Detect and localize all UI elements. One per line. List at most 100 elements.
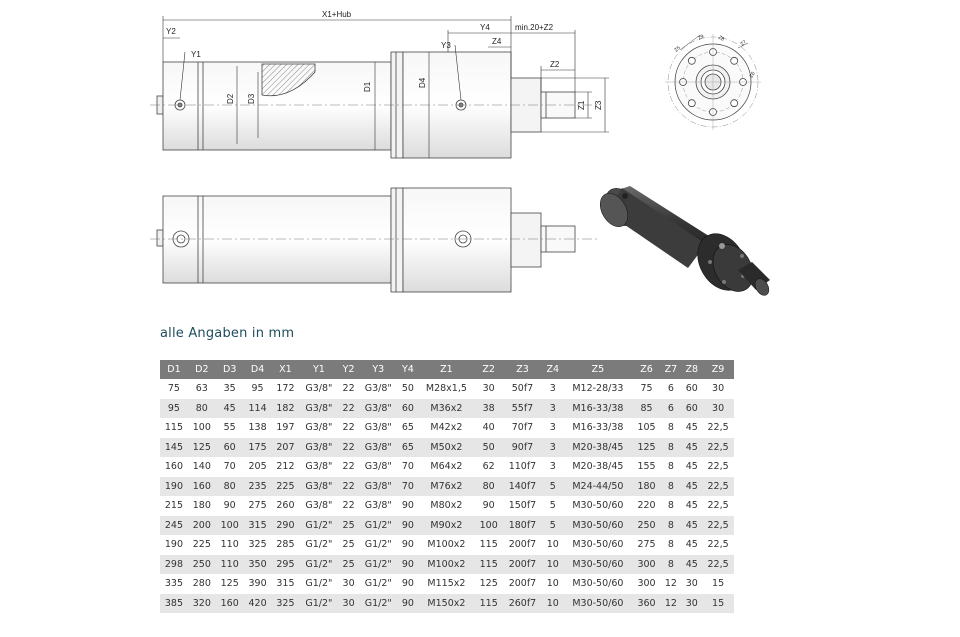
table-cell: 95 — [160, 398, 188, 418]
table-cell: G3/8" — [299, 379, 339, 399]
table-cell: 22,5 — [702, 496, 734, 516]
table-cell: 420 — [243, 593, 272, 613]
table-cell: 200f7 — [502, 554, 543, 574]
table-cell: 40 — [474, 418, 503, 438]
table-cell: 295 — [271, 554, 300, 574]
table-cell: 30 — [702, 398, 734, 418]
table-cell: G3/8" — [358, 398, 398, 418]
column-header-d3: D3 — [215, 360, 244, 379]
table-cell: M80x2 — [418, 496, 475, 516]
table-cell: 110f7 — [502, 457, 543, 477]
table-cell: 3 — [542, 379, 564, 399]
table-cell: 38 — [474, 398, 503, 418]
table-cell: 205 — [243, 457, 272, 477]
table-cell: 8 — [660, 496, 682, 516]
label-z6: Z6 — [749, 71, 757, 79]
table-cell: 172 — [271, 379, 300, 399]
table-cell: 315 — [243, 515, 272, 535]
table-cell: 150f7 — [502, 496, 543, 516]
table-cell: 320 — [187, 593, 216, 613]
table-cell: G3/8" — [299, 398, 339, 418]
table-cell: 80 — [215, 476, 244, 496]
units-note: alle Angaben in mm — [160, 326, 295, 341]
table-cell: 100 — [187, 418, 216, 438]
table-cell: 22,5 — [702, 554, 734, 574]
table-cell: 100 — [215, 515, 244, 535]
column-header-x1: X1 — [271, 360, 300, 379]
table-cell: 8 — [660, 457, 682, 477]
table-cell: M90x2 — [418, 515, 475, 535]
table-cell: G3/8" — [299, 476, 339, 496]
table-cell: 105 — [632, 418, 661, 438]
label-y4: Y4 — [480, 23, 490, 32]
table-cell: 6 — [660, 398, 682, 418]
table-cell: 80 — [187, 398, 216, 418]
table-cell: 60 — [397, 398, 419, 418]
table-cell: 250 — [187, 554, 216, 574]
table-cell: 225 — [187, 535, 216, 555]
table-cell: 6 — [660, 379, 682, 399]
table-cell: 45 — [681, 554, 703, 574]
label-d1: D1 — [363, 81, 372, 92]
table-cell: 30 — [338, 593, 359, 613]
dimension-lines — [162, 16, 609, 158]
table-cell: 197 — [271, 418, 300, 438]
table-cell: 60 — [681, 398, 703, 418]
table-cell: 315 — [271, 574, 300, 594]
table-cell: G3/8" — [358, 476, 398, 496]
table-cell: 45 — [681, 476, 703, 496]
table-cell: 85 — [632, 398, 661, 418]
side-view-bottom — [156, 187, 576, 293]
table-cell: 90 — [474, 496, 503, 516]
table-cell: 22 — [338, 398, 359, 418]
table-cell: 35 — [215, 379, 244, 399]
column-header-z6: Z6 — [632, 360, 661, 379]
table-cell: 75 — [632, 379, 661, 399]
table-cell: 260 — [271, 496, 300, 516]
table-cell: 45 — [681, 515, 703, 535]
flange-labels: Z5 Z9 Z8 Z7 Z6 — [673, 34, 756, 79]
table-cell: 90 — [397, 515, 419, 535]
table-cell: 5 — [542, 515, 564, 535]
table-cell: M16-33/38 — [563, 398, 633, 418]
table-cell: 55f7 — [502, 398, 543, 418]
table-cell: M150x2 — [418, 593, 475, 613]
table-cell: 75 — [160, 379, 188, 399]
table-cell: 100 — [474, 515, 503, 535]
table-cell: M30-50/60 — [563, 554, 633, 574]
table-cell: G1/2" — [299, 515, 339, 535]
table-cell: 140f7 — [502, 476, 543, 496]
table-cell: 70 — [397, 457, 419, 477]
label-x1-hub: X1+Hub — [322, 10, 352, 19]
table-cell: G3/8" — [358, 496, 398, 516]
table-cell: 125 — [474, 574, 503, 594]
table-cell: 138 — [243, 418, 272, 438]
table-cell: 260f7 — [502, 593, 543, 613]
column-header-z7: Z7 — [660, 360, 682, 379]
table-cell: 8 — [660, 418, 682, 438]
table-cell: 50 — [474, 437, 503, 457]
table-cell: M42x2 — [418, 418, 475, 438]
table-cell: 160 — [187, 476, 216, 496]
table-cell: 335 — [160, 574, 188, 594]
table-cell: G3/8" — [299, 496, 339, 516]
table-cell: 22 — [338, 437, 359, 457]
table-cell: 22,5 — [702, 515, 734, 535]
table-cell: G1/2" — [299, 574, 339, 594]
label-d2: D2 — [226, 93, 235, 104]
table-cell: 55 — [215, 418, 244, 438]
table-cell: 22,5 — [702, 535, 734, 555]
column-header-d2: D2 — [187, 360, 216, 379]
table-cell: 90 — [397, 593, 419, 613]
label-y3: Y3 — [441, 41, 451, 50]
flange-front-view — [665, 34, 761, 130]
table-cell: 90 — [397, 496, 419, 516]
table-cell: 275 — [243, 496, 272, 516]
table-cell: G3/8" — [299, 437, 339, 457]
table-cell: 8 — [660, 476, 682, 496]
table-cell: 30 — [681, 593, 703, 613]
